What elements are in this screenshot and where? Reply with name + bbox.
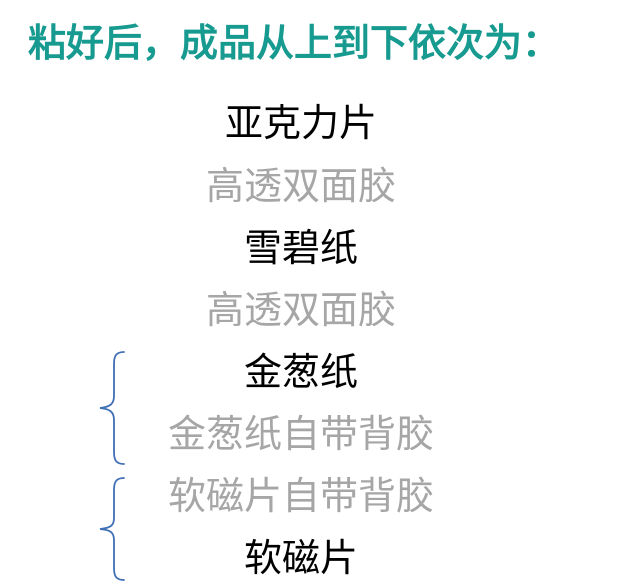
layer-clear-double-tape-1: 高透双面胶 [205,164,396,208]
layer-sprite-paper: 雪碧纸 [243,226,358,270]
layer-glitter-paper-adhesive: 金葱纸自带背胶 [167,412,434,456]
layer-magnet-sheet-adhesive: 软磁片自带背胶 [167,474,434,518]
magnet-sheet-bracket [99,477,125,581]
layer-glitter-paper: 金葱纸 [243,350,358,394]
heading: 粘好后，成品从上到下依次为： [28,21,561,65]
layer-clear-double-tape-2: 高透双面胶 [205,288,396,332]
layer-acrylic-sheet: 亚克力片 [224,101,377,145]
glitter-paper-bracket [99,351,125,465]
layer-magnet-sheet: 软磁片 [243,536,358,580]
